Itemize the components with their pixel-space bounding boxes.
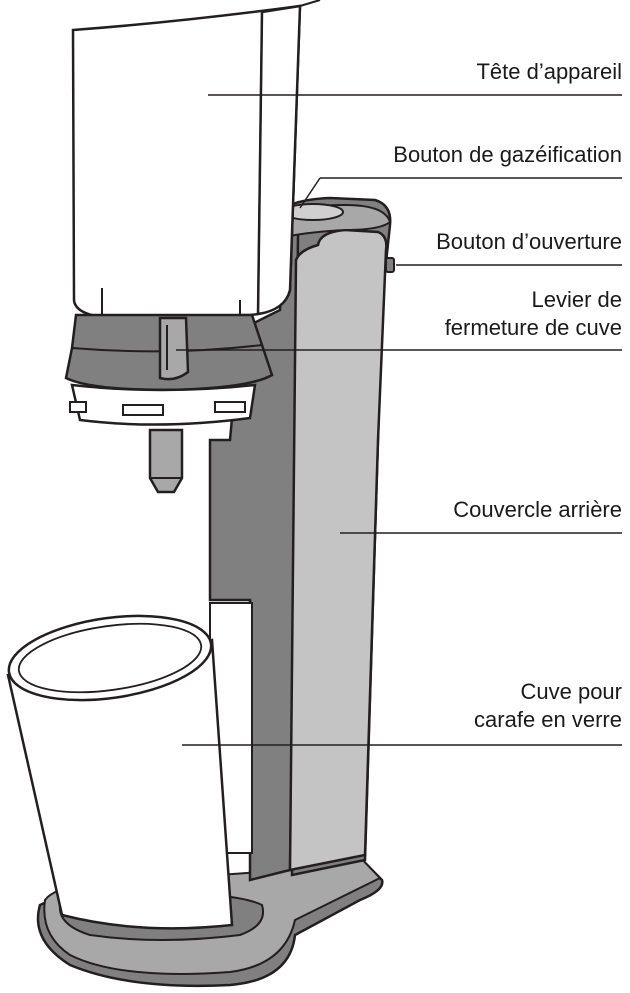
machine-head [71, 0, 321, 320]
label-carafe-holder-line1: Cuve pour [520, 679, 622, 704]
label-machine-head: Tête d’appareil [476, 59, 622, 84]
label-release-button: Bouton d’ouverture [436, 229, 622, 254]
bayonet-slot-center [122, 404, 164, 416]
callout-labels: Tête d’appareil Bouton de gazéification … [393, 59, 622, 732]
label-lock-lever-line1: Levier de [531, 287, 622, 312]
leader-lines [176, 94, 622, 746]
carafe-holder [6, 614, 234, 930]
carafe-holder-body [6, 638, 234, 930]
label-carbonation-button: Bouton de gazéification [393, 142, 622, 167]
leader-line-carbonation-tick [299, 177, 321, 209]
nozzle [148, 428, 184, 494]
machine-head-side [256, 4, 302, 316]
bayonet-slot-left [69, 401, 87, 413]
bayonet-slot-right [214, 401, 246, 413]
label-lock-lever-line2: fermeture de cuve [445, 315, 622, 340]
label-carafe-holder-line2: carafe en verre [474, 707, 622, 732]
back-cover [288, 228, 388, 872]
machine-head-edge [257, 11, 263, 315]
release-button[interactable] [385, 257, 395, 273]
label-back-cover: Couvercle arrière [453, 497, 622, 522]
machine-head-top-line [299, 0, 321, 7]
carafe-holder-rim-inner [17, 622, 203, 694]
lock-lever[interactable] [158, 316, 190, 381]
lock-collar [64, 313, 274, 494]
